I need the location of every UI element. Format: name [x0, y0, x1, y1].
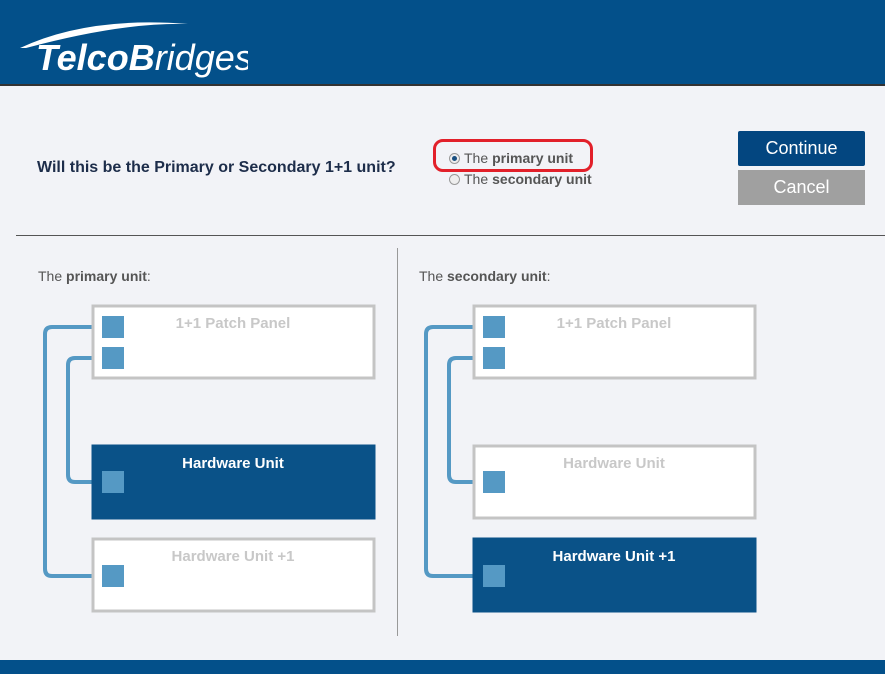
vertical-divider: [397, 248, 398, 636]
port-icon: [483, 347, 505, 369]
unit-box: [472, 537, 757, 613]
radio-button-unchecked[interactable]: [449, 173, 460, 185]
port-icon: [102, 565, 124, 587]
secondary-panel-label: The secondary unit:: [419, 268, 551, 284]
header: TelcoBridges: [0, 0, 885, 86]
unit-box: [91, 537, 376, 613]
port-icon: [483, 471, 505, 493]
radio-secondary-unit[interactable]: The secondary unit: [449, 171, 592, 187]
radio-primary-unit[interactable]: The primary unit: [449, 150, 573, 166]
svg-text:TelcoBridges: TelcoBridges: [36, 37, 248, 78]
port-icon: [102, 471, 124, 493]
unit-box-label: Hardware Unit +1: [553, 548, 676, 565]
unit-box: [472, 444, 757, 520]
unit-box-label: Hardware Unit +1: [172, 548, 295, 565]
continue-button[interactable]: Continue: [738, 131, 865, 166]
unit-box-label: 1+1 Patch Panel: [176, 315, 291, 332]
divider: [16, 235, 885, 236]
cable-outer: [43, 325, 104, 578]
cancel-button[interactable]: Cancel: [738, 170, 865, 205]
unit-box: [472, 304, 757, 380]
port-icon: [483, 316, 505, 338]
telcobridges-logo: TelcoBridges: [20, 22, 248, 78]
unit-box-label: Hardware Unit: [182, 455, 284, 472]
port-icon: [483, 565, 505, 587]
unit-box: [91, 304, 376, 380]
unit-box-label: 1+1 Patch Panel: [557, 315, 672, 332]
radio-button-checked[interactable]: [449, 152, 460, 164]
footer: [0, 660, 885, 674]
unit-box-label: Hardware Unit: [563, 455, 665, 472]
port-icon: [102, 347, 124, 369]
cable-outer: [424, 325, 485, 578]
unit-box: [91, 444, 376, 520]
cable-inner: [447, 356, 485, 484]
port-icon: [102, 316, 124, 338]
cable-inner: [66, 356, 104, 484]
unit-question: Will this be the Primary or Secondary 1+…: [37, 159, 396, 176]
highlight-annotation: [433, 139, 593, 172]
primary-panel-label: The primary unit:: [38, 268, 151, 284]
